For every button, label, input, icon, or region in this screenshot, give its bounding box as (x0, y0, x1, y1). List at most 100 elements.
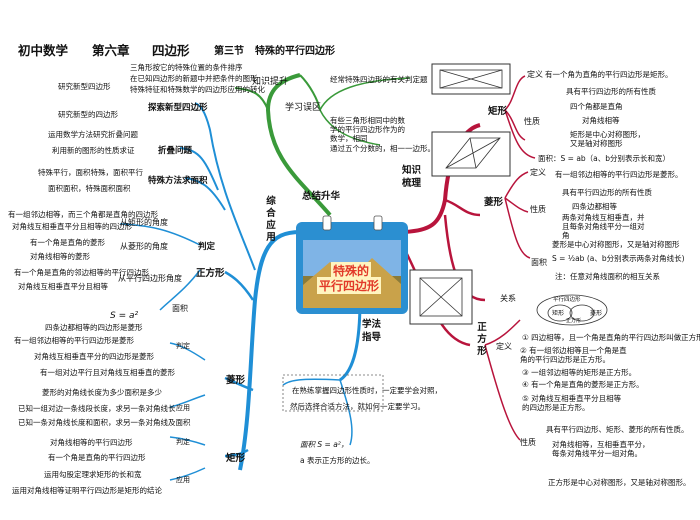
know-rect-area: 面积：S = ab（a、b分别表示长和宽） (538, 154, 671, 163)
method-link-1 (282, 378, 341, 386)
comp-square-node: 正方形 (196, 268, 225, 279)
summary-label: 总结升华 (302, 191, 341, 202)
relation-para: 平行四边形 (553, 297, 581, 303)
know-rhombus-prop-node: 性质 (530, 205, 546, 214)
area-branch (159, 269, 201, 311)
method-label: 学法指导 (362, 319, 382, 343)
rect-judge-node: 判定 (176, 438, 190, 446)
from-rect-item-1: 有一组邻边相等，而三个角都是直角的四边形 (8, 210, 158, 219)
know-rhombus-note: 注：任意对角线面积的相互关系 (555, 272, 660, 281)
study-area-label: 学习误区 (285, 103, 322, 113)
method-link-2 (339, 379, 353, 446)
area-node: 面积 (172, 304, 188, 313)
know-rhombus-area-node: 面积 (531, 258, 547, 267)
know-rhombus-prop-2: 四条边都相等 (572, 202, 617, 211)
study-item-3: 通过五个分数的，相一一边形。 (330, 144, 435, 153)
know-square-def-4: ④ 有一个角是直角的菱形是正方形。 (522, 380, 644, 389)
rect-def-link (504, 75, 526, 111)
know-rect-prop-1: 具有平行四边形的所有性质 (566, 87, 656, 96)
know-rect-prop-4: 矩形是中心对称图形，又是轴对称图形 (570, 130, 645, 148)
from-rect-node: 从矩形的角度 (120, 218, 168, 227)
rect-area-link (504, 109, 536, 159)
relation-rect-ellipse (547, 304, 573, 322)
relation-square: 正方形 (566, 318, 582, 324)
know-rhombus-def-node: 定义 (530, 168, 546, 177)
rect-judge-link (169, 436, 206, 446)
know-rhombus-prop-4: 菱形是中心对称图形，又是轴对称图形 (552, 240, 680, 249)
know-rect-prop-2: 四个角都是直角 (570, 102, 623, 111)
rhombus-judge-link (169, 342, 206, 361)
rhombus-apply-item-1: 菱形的对角线长度为多少面积是多少 (42, 388, 162, 397)
comp-rect-node: 矩形 (226, 453, 246, 464)
square-shape-diagram (409, 269, 473, 325)
judge-branch (119, 223, 201, 246)
fold-branch (179, 147, 219, 191)
study-link-2 (319, 109, 381, 146)
from-rect-item-2: 对角线互相垂直平分且相等的四边形 (12, 222, 132, 231)
comprehensive-label: 综合应用 (266, 196, 276, 243)
know-rect-def-text: 有一个角为直角的平行四边形是矩形。 (545, 70, 673, 79)
know-square-def-node: 定义 (496, 342, 512, 351)
explore-branch (194, 102, 256, 271)
fold-item-2: 利用新的图形的性质求证 (52, 146, 135, 155)
know-rhombus-area: S = ½ab (a、b分别表示两条对角线长) (552, 254, 685, 263)
rect-judge-item-2: 有一个角是直角的平行四边形 (48, 453, 146, 462)
rect-judge-item-1: 对角线相等的平行四边形 (50, 438, 133, 447)
study-area-branch (299, 74, 321, 111)
method-dashed-box (282, 374, 384, 412)
know-rect-def-node: 定义 (527, 70, 543, 79)
rhombus-apply-item-3: 已知一条对角线长度和面积，求另一条对角线及面积 (18, 418, 191, 427)
square-def-link (484, 319, 521, 346)
method-text-2: 然后选择合适方法，就如何一定要学习。 (290, 402, 425, 411)
knowledge-up-item-3: 特殊特征和特殊数学的四边形应用的转化 (130, 85, 265, 94)
fold-item-1: 运用数学方法研究折叠问题 (48, 130, 138, 139)
rhombus-prop-link (504, 197, 529, 213)
knowledge-up-item-1: 三角形按它的特殊位置的条件排序 (130, 63, 243, 72)
knowledge-up-branch (234, 87, 269, 111)
rhombus-apply-item-2: 已知一组对边一条线段长度，求另一条对角线长 (18, 404, 176, 413)
from-para-item-1: 有一个角是直角的邻边相等的平行四边形 (14, 268, 149, 277)
relation-rhombus: 菱形 (590, 310, 603, 317)
explore-node: 探索新型四边形 (148, 103, 208, 113)
know-rhombus-prop-3: 两条对角线互相垂直，并且每条对角线平分一组对角 (562, 213, 645, 240)
from-rhombus-item-2: 对角线相等的菱形 (30, 252, 90, 261)
know-square-prop-3: 正方形是中心对称图形，又是轴对称图形。 (548, 478, 691, 487)
know-relation-node: 关系 (500, 294, 516, 303)
relation-outer-ellipse (536, 294, 608, 326)
know-rect-prop-3: 对角线相等 (582, 116, 620, 125)
rhombus-shape-diagram (431, 131, 511, 177)
rhombus-apply-link (169, 394, 206, 408)
know-square-prop-node: 性质 (520, 438, 536, 447)
knowledge-label: 知识梳理 (402, 165, 422, 189)
know-rect-node: 矩形 (488, 106, 508, 117)
header-section: 第三节 (214, 46, 244, 57)
explore-item-2: 研究新型的四边形 (58, 110, 118, 119)
rhombus-judge-item-2: 有一组邻边相等的平行四边形是菱形 (14, 336, 134, 345)
rhombus-apply-node: 应用 (176, 404, 190, 412)
comprehensive-branch (238, 230, 301, 471)
rhombus-judge-item-1: 四条边都相等的四边形是菱形 (45, 323, 143, 332)
rect-apply-item-1: 运用勾股定理求矩形的长和宽 (44, 470, 142, 479)
study-item-2: 有些三角形相同中的数学的平行四边形作为的数学，相同 (330, 116, 405, 143)
rhombus-comp-branch (224, 376, 254, 392)
know-square-prop-2: 对角线相等，互相垂直平分，每条对角线平分一组对角。 (552, 440, 650, 458)
rect-prop-link (504, 109, 526, 141)
summary-branch (265, 73, 332, 217)
comp-rhombus-node: 菱形 (226, 375, 246, 386)
relation-rhombus-ellipse (569, 304, 595, 322)
know-square-prop-1: 具有平行四边形、矩形、菱形的所有性质。 (546, 425, 689, 434)
special-item-2: 面积面积，特殊面积面积 (48, 184, 131, 193)
know-square-def-1: ① 四边相等，且一个角是直角的平行四边形叫做正方形。 (522, 333, 700, 342)
explore-item-1: 研究新型四边形 (58, 82, 111, 91)
know-rhombus-node: 菱形 (484, 197, 504, 208)
rhombus-judge-node: 判定 (176, 342, 190, 350)
know-rhombus-prop-1: 具有平行四边形的所有性质 (562, 188, 652, 197)
method-area-note: a 表示正方形的边长。 (300, 456, 375, 465)
knowledge-rhombus-branch (444, 198, 481, 217)
study-link-1 (319, 77, 411, 111)
header-chapter: 第六章 (92, 43, 130, 58)
special-item-1: 特殊平行，面积特殊，面积平行 (38, 168, 143, 177)
method-area-formula: 面积 S = a²， (300, 440, 349, 449)
rhombus-judge-item-3: 对角线互相垂直平分的四边形是菱形 (34, 352, 154, 361)
center-title-line2: 平行四边形 (317, 277, 382, 294)
